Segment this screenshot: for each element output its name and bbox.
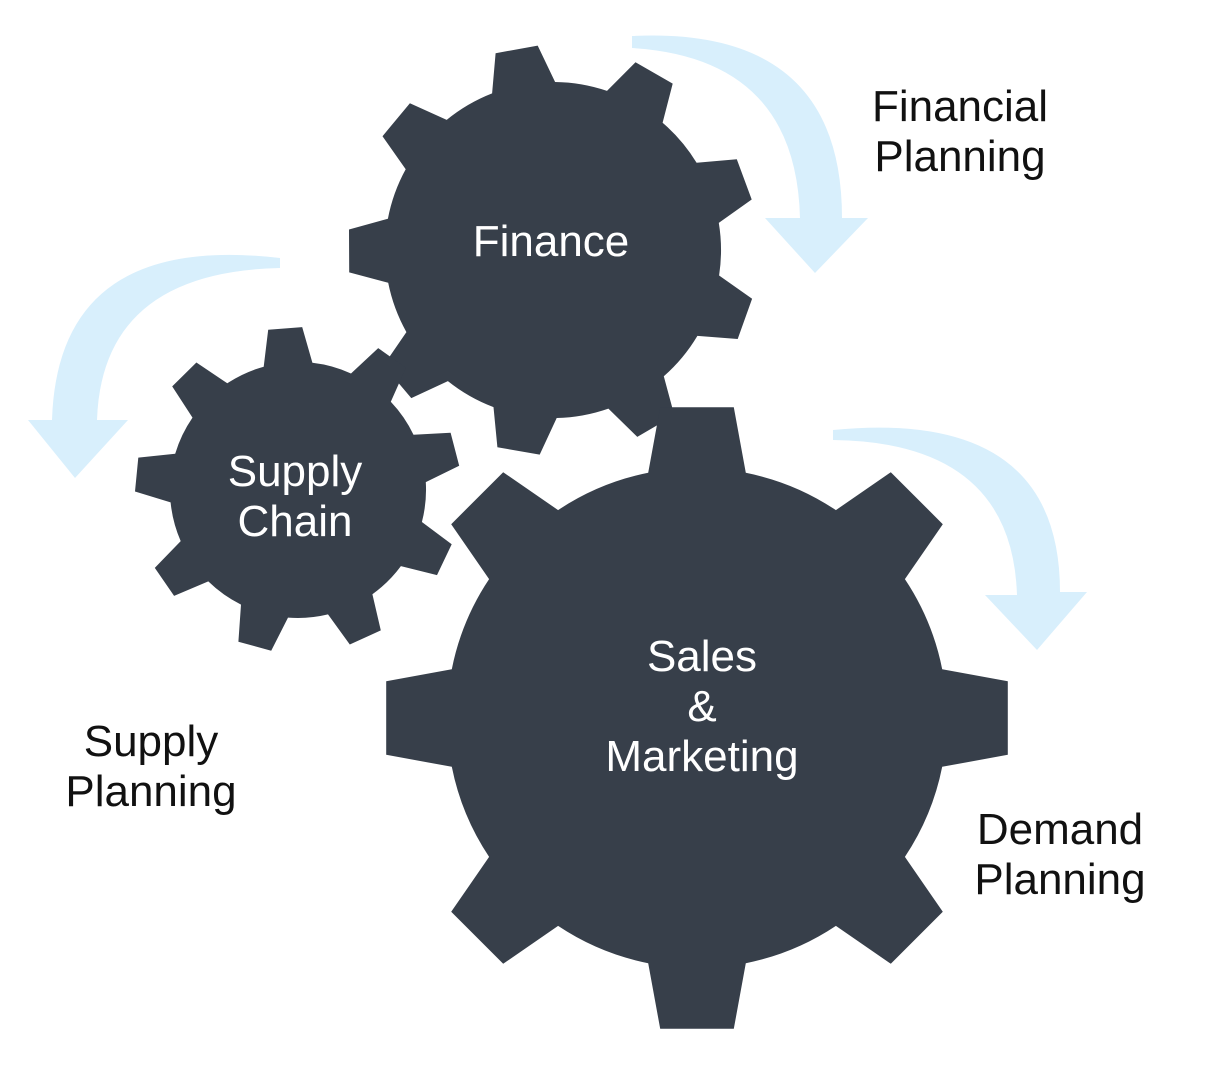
supply-chain-gear-label: Supply Chain [228, 447, 363, 547]
finance-gear-label: Finance [473, 217, 630, 267]
demand-planning-line1: Demand [976, 805, 1144, 854]
supply-planning-line2: Planning [65, 767, 237, 816]
sales-marketing-gear-label: Sales & Marketing [605, 632, 798, 782]
demand-planning-line2: Planning [974, 855, 1146, 904]
financial-planning-label: Financial Planning [872, 82, 1048, 182]
supply-chain-line1: Supply [227, 447, 363, 496]
demand-planning-arrow [833, 427, 1087, 650]
supply-planning-line1: Supply [83, 717, 219, 766]
financial-planning-line1: Financial [871, 82, 1049, 131]
finance-label-text: Finance [472, 217, 630, 266]
supply-planning-arrow [28, 254, 280, 478]
finance-gear [349, 45, 753, 455]
financial-planning-arrow [632, 35, 868, 274]
supply-chain-gear [135, 327, 460, 651]
sales-marketing-line1: Sales [646, 632, 758, 681]
supply-planning-label: Supply Planning [65, 717, 236, 817]
supply-chain-line2: Chain [237, 497, 353, 546]
sales-marketing-gear [386, 407, 1008, 1029]
demand-planning-label: Demand Planning [974, 805, 1145, 905]
financial-planning-line2: Planning [874, 132, 1046, 181]
sales-marketing-line3: Marketing [605, 732, 799, 781]
sales-marketing-line2: & [687, 682, 717, 731]
